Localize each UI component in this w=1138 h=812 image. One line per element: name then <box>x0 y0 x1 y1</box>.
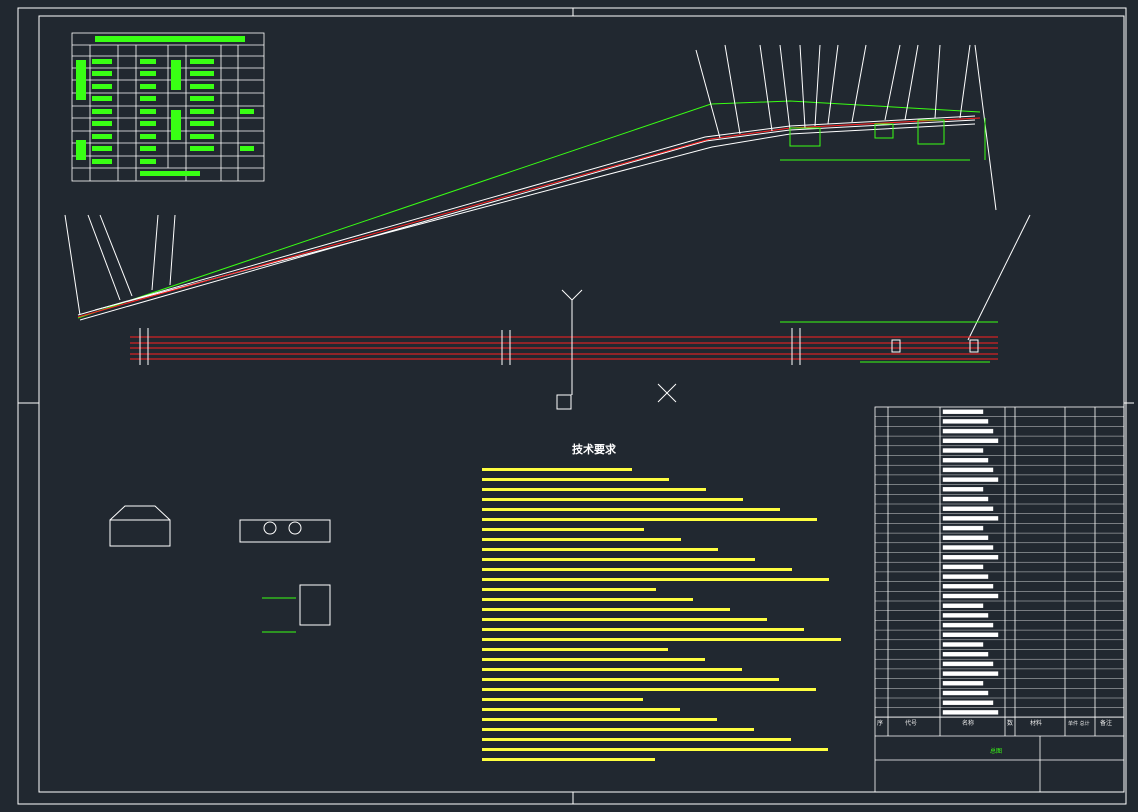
parts-list-text-placeholder <box>942 419 989 424</box>
conveyor-plan-view <box>130 321 998 365</box>
tech-requirement-line-placeholder <box>482 468 632 471</box>
parts-list-text-placeholder <box>942 525 984 531</box>
tech-requirement-line-placeholder <box>482 478 669 481</box>
tech-requirement-line-placeholder <box>482 678 779 681</box>
parts-header-seq: 序 <box>877 720 884 727</box>
tech-requirement-line-placeholder <box>482 638 841 641</box>
tech-requirement-line-placeholder <box>482 618 767 621</box>
tech-requirement-line-placeholder <box>482 708 680 711</box>
tech-requirement-line-placeholder <box>482 738 791 741</box>
parts-list-text-placeholder <box>942 555 999 560</box>
tech-requirement-line-placeholder <box>482 648 668 651</box>
parts-list-text-placeholder <box>942 593 999 599</box>
parts-list-text-placeholder <box>942 409 984 414</box>
general-drawing-label: 总图 <box>990 748 1003 755</box>
parameter-table <box>71 32 265 182</box>
detail-sketches <box>109 505 331 633</box>
conveyor-side-view <box>64 44 1031 341</box>
tech-requirement-line-placeholder <box>482 688 816 691</box>
parts-list-table <box>874 406 1125 793</box>
parts-header-weight: 单件 总计 <box>1068 721 1090 727</box>
frame-ticks <box>18 8 1134 804</box>
tech-requirement-line-placeholder <box>482 568 792 571</box>
tech-requirement-line-placeholder <box>482 578 829 581</box>
parts-list-text-placeholder <box>942 622 994 628</box>
crosshair-icon <box>657 383 677 403</box>
parts-header-code: 代号 <box>905 720 918 727</box>
tech-requirement-line-placeholder <box>482 598 693 601</box>
parts-list-text-placeholder <box>942 535 989 540</box>
tech-requirement-line-placeholder <box>482 518 817 521</box>
outer-frame <box>17 7 1127 805</box>
inner-frame <box>38 15 1125 793</box>
parts-list-text-placeholder <box>942 681 984 686</box>
parts-list-text-placeholder <box>942 632 999 637</box>
parts-list-text-placeholder <box>942 545 994 550</box>
parts-list-text-placeholder <box>942 477 999 482</box>
parts-list-text-placeholder <box>942 564 984 570</box>
parts-list-text-placeholder <box>942 690 989 696</box>
tech-requirement-line-placeholder <box>482 588 656 591</box>
tech-requirement-line-placeholder <box>482 608 730 611</box>
parts-list-text-placeholder <box>942 584 994 589</box>
parts-list-text-placeholder <box>942 458 989 463</box>
tech-requirements-title: 技术要求 <box>572 443 616 456</box>
parts-list-text-placeholder <box>942 496 989 502</box>
parts-list-text-placeholder <box>942 428 994 434</box>
parts-list-text-placeholder <box>942 700 994 705</box>
parts-list-text-placeholder <box>942 613 989 618</box>
parts-list-text-placeholder <box>942 652 989 657</box>
parts-list-text-placeholder <box>942 671 999 676</box>
tech-requirement-line-placeholder <box>482 658 705 661</box>
ucs-icon <box>556 289 583 410</box>
tech-requirement-line-placeholder <box>482 668 742 671</box>
tech-requirement-line-placeholder <box>482 498 743 501</box>
tech-requirement-line-placeholder <box>482 558 755 561</box>
parts-list-text-placeholder <box>942 516 999 521</box>
parts-list-text-placeholder <box>942 438 999 443</box>
tech-requirement-line-placeholder <box>482 538 681 541</box>
tech-requirement-line-placeholder <box>482 628 804 631</box>
tech-requirement-line-placeholder <box>482 508 780 511</box>
parts-list-text-placeholder <box>942 506 994 511</box>
parts-header-qty: 数 <box>1007 720 1014 727</box>
parts-header-name: 名称 <box>962 720 975 727</box>
tech-requirement-line-placeholder <box>482 718 717 721</box>
parts-list-text-placeholder <box>942 603 984 608</box>
parts-list-text-placeholder <box>942 487 984 492</box>
parts-list-rows <box>875 409 1124 718</box>
parts-list-text-placeholder <box>942 574 989 579</box>
parts-list-text-placeholder <box>942 467 994 473</box>
parameter-table-values <box>76 36 254 176</box>
parts-list-text-placeholder <box>942 710 999 715</box>
tech-requirement-line-placeholder <box>482 748 828 751</box>
parts-header-remark: 备注 <box>1100 720 1113 727</box>
tech-requirement-line-placeholder <box>482 528 644 531</box>
tech-requirement-line-placeholder <box>482 698 643 701</box>
tech-requirement-line-placeholder <box>482 488 706 491</box>
tech-requirement-line-placeholder <box>482 728 754 731</box>
parts-list-text-placeholder <box>942 661 994 667</box>
parts-list-text-placeholder <box>942 642 984 647</box>
tech-requirement-line-placeholder <box>482 758 655 761</box>
parts-list-text-placeholder <box>942 448 984 453</box>
tech-requirement-line-placeholder <box>482 548 718 551</box>
parts-header-material: 材料 <box>1030 720 1043 727</box>
